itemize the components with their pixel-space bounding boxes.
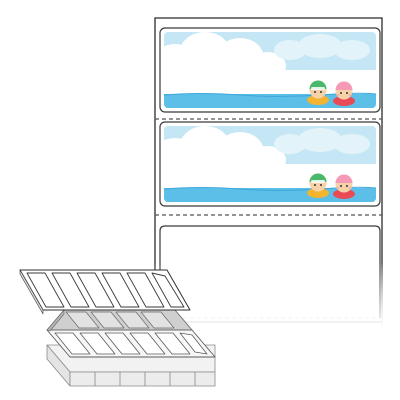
cloud-shape [164, 126, 376, 188]
fanfold-label-stack [19, 269, 216, 387]
swimming-kids-illustration [307, 173, 355, 199]
label-sheet [150, 17, 390, 342]
swimming-kids-illustration [307, 80, 355, 106]
blank-label [155, 225, 387, 332]
stack-top-panel [46, 329, 216, 358]
label-frame [159, 225, 381, 318]
stack-rising-fold [46, 309, 193, 332]
printed-label [159, 27, 381, 113]
printed-label [159, 121, 381, 207]
stack-upper-fold [19, 269, 191, 315]
